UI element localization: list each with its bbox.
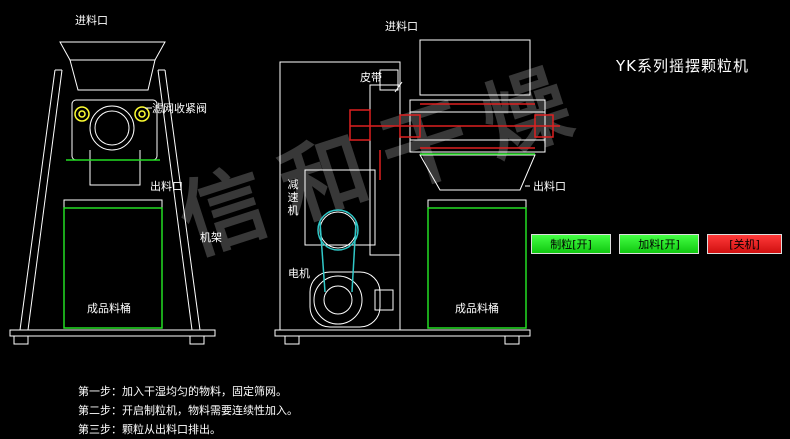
left-barrel-inner (63, 207, 163, 329)
page-title: YK系列摇摆颗粒机 (616, 57, 749, 75)
mid-motor (309, 271, 381, 328)
mid-base (274, 329, 531, 337)
label-inlet-right: 进料口 (385, 20, 418, 33)
label-motor: 电机 (288, 267, 310, 280)
left-frame-leg-l (19, 69, 56, 331)
shutdown-button[interactable]: [关机] (707, 234, 782, 254)
mid-hopper (419, 39, 531, 96)
mid-reducer (304, 169, 376, 246)
step-3: 第三步：颗粒从出料口排出。 (78, 423, 221, 436)
label-reducer: 减速机 (287, 178, 299, 217)
label-belt: 皮带 (360, 71, 382, 84)
left-rotor-box (71, 99, 158, 161)
mid-outlet-chute (419, 154, 536, 191)
left-hopper-lower (69, 59, 156, 91)
mid-reducer-wheel (319, 211, 357, 249)
left-frame-leg-r (164, 69, 201, 331)
left-rotor (89, 105, 135, 151)
left-base (9, 329, 216, 337)
instruction-steps: 第一步：加入干湿均匀的物料，固定筛网。 第二步：开启制粒机，物料需要连续性加入。… (78, 382, 298, 439)
label-outlet-left: 出料口 (150, 180, 183, 193)
step-1: 第一步：加入干湿均匀的物料，固定筛网。 (78, 385, 287, 398)
mid-barrel-inner (427, 207, 527, 329)
label-frame: 机架 (200, 231, 222, 244)
label-screen-valve: 滤网收紧阀 (152, 102, 207, 115)
left-hopper (59, 41, 166, 61)
label-barrel-right: 成品料桶 (455, 302, 499, 315)
label-barrel-left: 成品料桶 (87, 302, 131, 315)
feed-start-button[interactable]: 加料[开] (619, 234, 699, 254)
left-outlet-chute (89, 150, 141, 186)
label-inlet-left: 进料口 (75, 14, 108, 27)
step-2: 第二步：开启制粒机，物料需要连续性加入。 (78, 404, 298, 417)
granulate-start-button[interactable]: 制粒[开] (531, 234, 611, 254)
label-outlet-right: 出料口 (533, 180, 566, 193)
